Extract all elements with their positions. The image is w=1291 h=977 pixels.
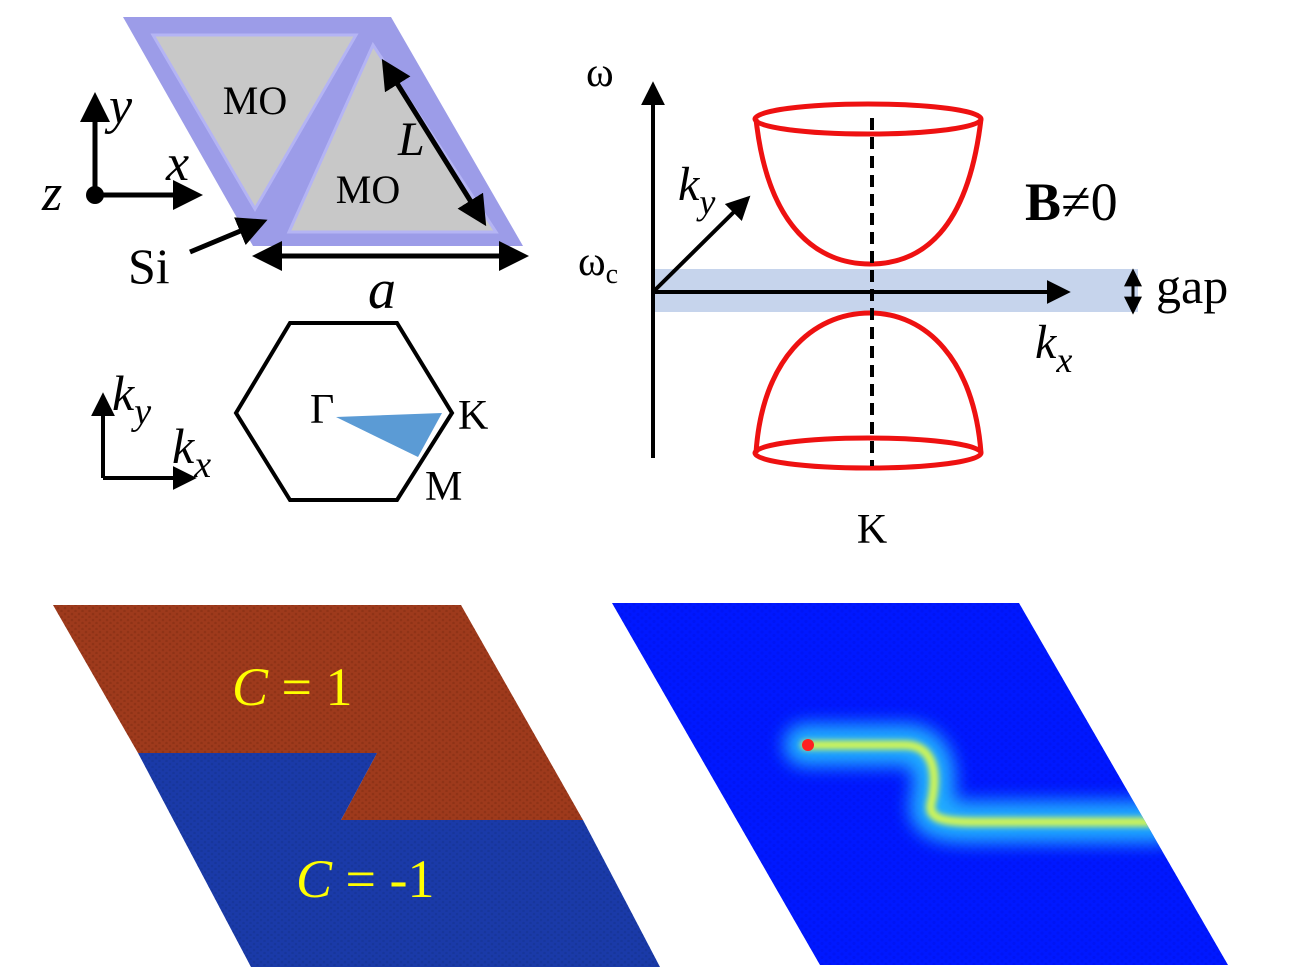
lower-band-cone: [752, 310, 984, 471]
mo-label-upper: MO: [223, 78, 287, 123]
unit-cell-panel: MO MO L a Si y x z: [41, 17, 529, 321]
gap-label: gap: [1156, 258, 1228, 314]
edge-state-core: [800, 740, 1165, 827]
dispersion-panel: ω ωc ky kx K B≠0 gap: [578, 50, 1228, 553]
field-map-panel: [612, 603, 1228, 965]
length-L-arrow: [381, 58, 487, 227]
chern-lower-label: C = -1: [296, 849, 434, 909]
axis-y-label: y: [104, 78, 133, 135]
lattice-a-label: a: [368, 259, 396, 321]
brillouin-zone-panel: ky kx Γ K M: [91, 321, 488, 510]
z-axis-dot-icon: [86, 186, 104, 204]
silicon-label: Si: [128, 238, 170, 294]
axis-kx-label: kx: [172, 418, 211, 486]
source-point: [802, 739, 814, 751]
mo-label-lower: MO: [336, 167, 400, 212]
ky-axis: [651, 195, 751, 294]
m-point-label: M: [425, 464, 462, 510]
chern-upper-label: C = 1: [232, 657, 353, 717]
k-point-label: K: [458, 393, 488, 439]
silicon-pointer-arrow: [189, 217, 268, 255]
ky-axis-label: ky: [678, 158, 715, 222]
axis-x-label: x: [165, 135, 189, 192]
gamma-point-label: Γ: [310, 387, 334, 433]
mo-triangle-upper: [150, 33, 359, 212]
reciprocal-axes: ky kx: [91, 365, 211, 490]
omega-axis-label: ω: [586, 50, 614, 96]
length-L-label: L: [397, 113, 425, 166]
field-label: B≠0: [1025, 172, 1118, 232]
axis-z-label: z: [41, 165, 62, 222]
k-point-axis-label: K: [857, 507, 887, 553]
omega-c-label: ωc: [578, 239, 618, 290]
axis-ky-label: ky: [112, 365, 151, 433]
irreducible-wedge: [336, 413, 442, 457]
real-space-axes: y x z: [41, 78, 203, 222]
hexagon-zone: [233, 321, 455, 502]
upper-band-cone: [752, 101, 984, 267]
kx-axis-label: kx: [1035, 316, 1072, 380]
chern-domain-panel: C = 1 C = -1: [53, 605, 660, 967]
